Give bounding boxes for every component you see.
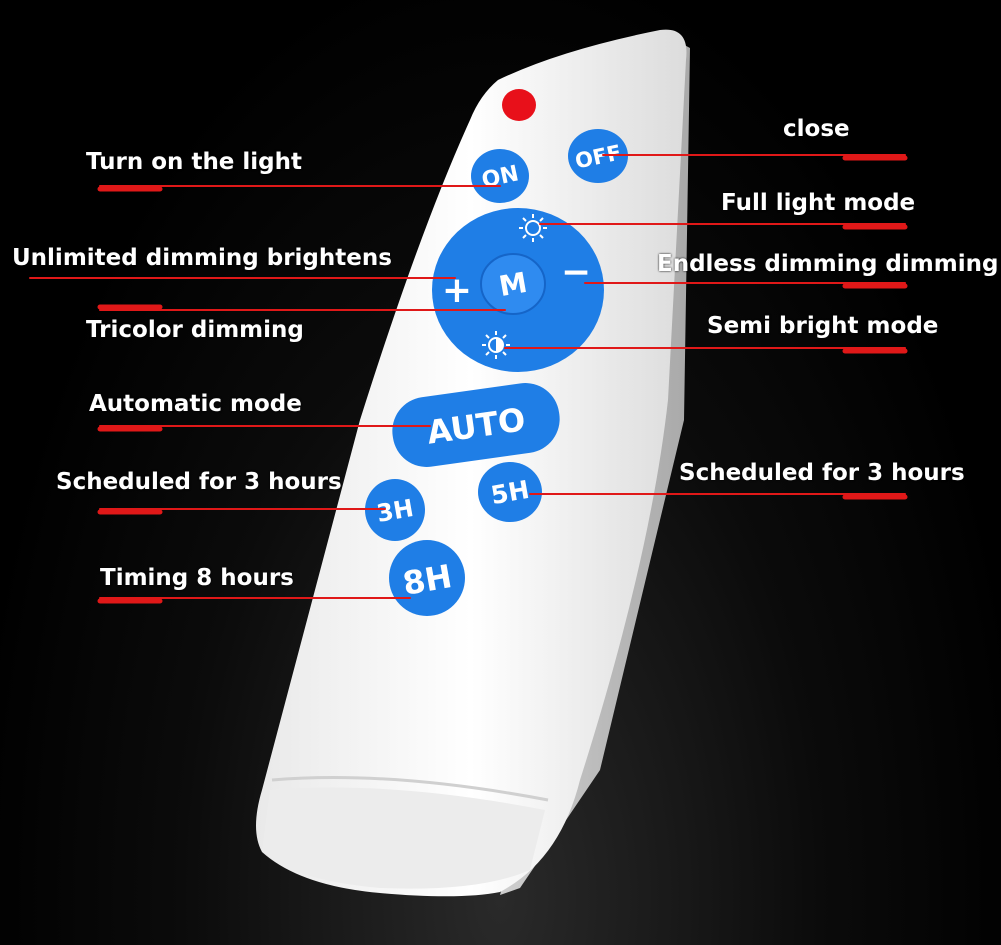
5h-button-label: 5H (489, 475, 532, 510)
8h-button[interactable]: 8H (389, 540, 465, 616)
8h-button-label: 8H (400, 557, 455, 603)
minus-button[interactable]: − (561, 252, 591, 293)
m-button-label: M (496, 266, 529, 303)
label-endless-dimming: Endless dimming dimming (657, 251, 999, 277)
plus-button[interactable]: + (442, 270, 472, 311)
remote-bottom-panel (262, 787, 545, 889)
3h-button[interactable]: 3H (365, 479, 425, 541)
sun-full-icon (525, 220, 541, 236)
semi-bright-button[interactable] (482, 331, 510, 359)
label-scheduled-3h-left: Scheduled for 3 hours (56, 469, 342, 495)
on-button[interactable]: ON (471, 149, 529, 203)
m-button[interactable]: M (480, 253, 546, 315)
label-close: close (783, 116, 850, 142)
label-semi-bright: Semi bright mode (707, 313, 939, 339)
label-full-light: Full light mode (721, 190, 916, 216)
label-turn-on: Turn on the light (86, 149, 303, 175)
3h-button-label: 3H (375, 494, 416, 528)
leader-lines (29, 154, 908, 604)
label-unlimited-brightens: Unlimited dimming brightens (12, 245, 392, 271)
off-button[interactable]: OFF (568, 129, 628, 183)
auto-button[interactable]: AUTO (388, 379, 564, 472)
remote-bottom-seam (271, 776, 549, 802)
full-light-button[interactable] (519, 214, 547, 242)
indicator-led (502, 89, 536, 121)
label-automatic: Automatic mode (89, 391, 302, 417)
label-scheduled-3h-right: Scheduled for 3 hours (679, 460, 965, 486)
label-timing-8h: Timing 8 hours (100, 565, 294, 591)
dimming-pad: M + − (432, 208, 604, 372)
label-tricolor: Tricolor dimming (86, 317, 304, 343)
5h-button[interactable]: 5H (478, 462, 542, 522)
